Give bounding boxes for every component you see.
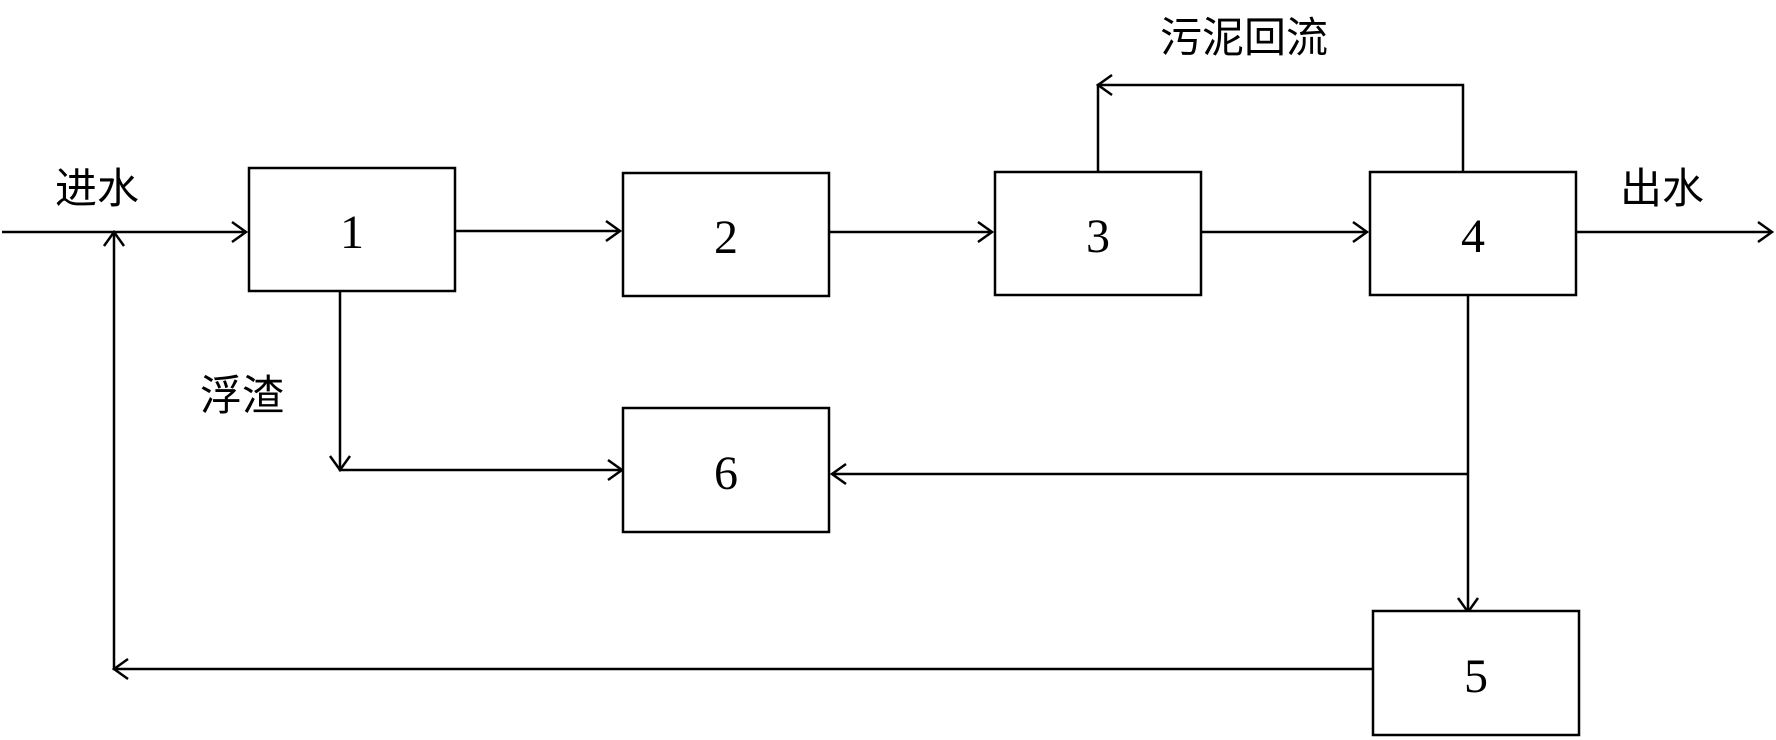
arrow-2-to-3-head [977, 220, 995, 244]
box-2-label: 2 [714, 211, 738, 264]
arrow-4-to-6-head [829, 462, 847, 486]
return-left-arrowhead [111, 657, 129, 681]
arrow-1-to-2-head [605, 219, 623, 243]
box-6-label: 6 [714, 447, 738, 500]
sludge-return-label: 污泥回流 [1160, 13, 1328, 62]
box-1 [247, 166, 457, 293]
inlet-label: 进水 [55, 164, 139, 213]
box-1-label: 1 [340, 206, 364, 259]
inlet-arrowhead [231, 220, 249, 244]
scum-down-arrowhead [328, 455, 352, 473]
arrow-3-to-4-head [1352, 220, 1370, 244]
box-3 [993, 170, 1203, 297]
box-3-label: 3 [1086, 210, 1110, 263]
box-4 [1368, 170, 1578, 297]
scum-label: 浮渣 [200, 371, 284, 420]
box-5 [1371, 609, 1581, 737]
scum-line [338, 291, 622, 472]
return-up-arrowhead [102, 229, 126, 247]
sludge-return-arrowhead [1095, 73, 1113, 97]
box-6 [621, 406, 831, 534]
box-2 [621, 171, 831, 298]
sludge-return-line [1096, 83, 1465, 172]
box-4-label: 4 [1461, 210, 1485, 263]
box-5-label: 5 [1464, 650, 1488, 703]
outlet-label: 出水 [1620, 164, 1704, 213]
outlet-arrowhead [1757, 220, 1775, 244]
